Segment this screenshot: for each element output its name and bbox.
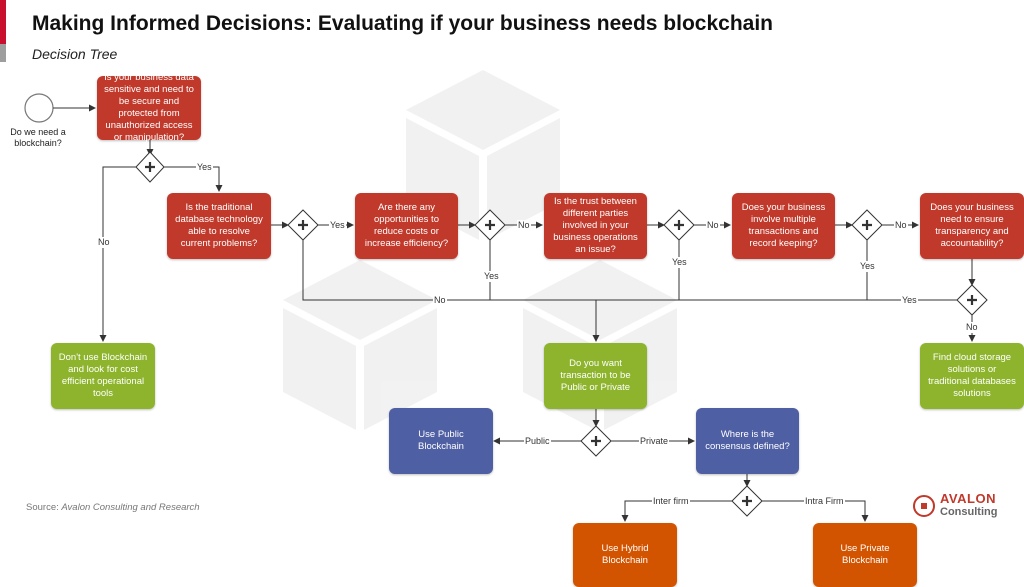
edge-label-yes: Yes	[196, 162, 213, 173]
logo-circle-icon	[913, 495, 935, 517]
node-cloud-storage: Find cloud storage solutions or traditio…	[920, 343, 1024, 409]
edge-label-inter-firm: Inter firm	[652, 496, 690, 507]
edge-label-public: Public	[524, 436, 551, 447]
edge-label-yes: Yes	[859, 261, 876, 272]
page-subtitle: Decision Tree	[32, 46, 118, 62]
accent-bar-gray	[0, 44, 6, 62]
gateway-1	[135, 151, 165, 183]
node-transparency: Does your business need to ensure transp…	[920, 193, 1024, 259]
edge-label-no: No	[894, 220, 908, 231]
gateway-4	[663, 209, 695, 241]
edge-label-no: No	[97, 237, 111, 248]
edge-label-intra-firm: Intra Firm	[804, 496, 845, 507]
node-public-blockchain: Use Public Blockchain	[389, 408, 493, 474]
edge-label-no: No	[706, 220, 720, 231]
node-consensus: Where is the consensus defined?	[696, 408, 799, 474]
edge-label-yes: Yes	[671, 257, 688, 268]
edge-label-no: No	[517, 220, 531, 231]
accent-bar	[0, 0, 6, 62]
edge-label-yes: Yes	[901, 295, 918, 306]
source-value: Avalon Consulting and Research	[61, 502, 200, 513]
node-dont-use-blockchain: Don't use Blockchain and look for cost e…	[51, 343, 155, 409]
gateway-2	[287, 209, 319, 241]
node-multiple-transactions: Does your business involve multiple tran…	[732, 193, 835, 259]
start-label: Do we need a blockchain?	[10, 127, 66, 148]
edge-label-private: Private	[639, 436, 670, 447]
start-event	[24, 93, 54, 123]
source-prefix: Source:	[26, 502, 59, 513]
page-title: Making Informed Decisions: Evaluating if…	[32, 12, 773, 35]
edge-label-no: No	[965, 322, 979, 333]
node-public-or-private: Do you want transaction to be Public or …	[544, 343, 647, 409]
node-traditional-database: Is the traditional database technology a…	[167, 193, 271, 259]
node-trust: Is the trust between different parties i…	[544, 193, 647, 259]
edge-label-no: No	[433, 295, 447, 306]
gateway-6	[956, 284, 988, 316]
logo-line2: Consulting	[940, 506, 998, 518]
edge-label-yes: Yes	[329, 220, 346, 231]
node-data-sensitive: Is your business data sensitive and need…	[97, 72, 201, 143]
edge-label-yes: Yes	[483, 271, 500, 282]
avalon-logo: AVALON Consulting	[912, 490, 1012, 522]
node-hybrid-blockchain: Use Hybrid Blockchain	[573, 523, 677, 587]
logo-line1: AVALON	[940, 491, 996, 506]
gateway-7	[580, 425, 612, 457]
source-note: Source: Avalon Consulting and Research	[26, 502, 200, 513]
node-opportunities: Are there any opportunities to reduce co…	[355, 193, 458, 259]
gateway-8	[731, 485, 763, 517]
gateway-5	[851, 209, 883, 241]
node-private-blockchain: Use Private Blockchain	[813, 523, 917, 587]
gateway-3	[474, 209, 506, 241]
